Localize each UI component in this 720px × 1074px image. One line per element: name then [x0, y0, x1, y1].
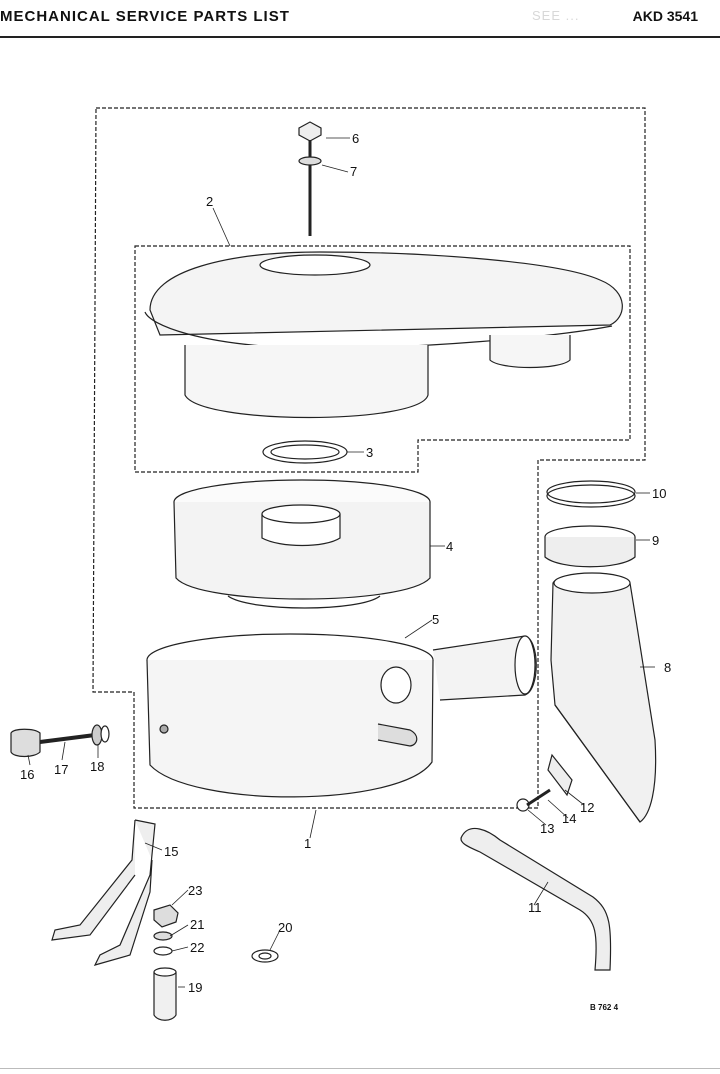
bolt-washer: [298, 156, 322, 166]
cover-outline: [134, 245, 631, 473]
group-outline: [92, 107, 646, 809]
bracket: [93, 819, 156, 966]
page-header: MECHANICAL SERVICE PARTS LIST SEE ... AK…: [0, 0, 720, 40]
hose-clip: [546, 480, 636, 504]
callout-7: 7: [350, 164, 357, 179]
callout-15: 15: [164, 844, 178, 859]
callout-12: 12: [580, 800, 594, 815]
callout-1: 1: [304, 836, 311, 851]
gasket: [547, 753, 573, 797]
sealing-ring: [262, 440, 348, 464]
callout-23: 23: [188, 883, 202, 898]
plain-washer: [153, 946, 173, 956]
callout-20: 20: [278, 920, 292, 935]
page-title: MECHANICAL SERVICE PARTS LIST: [0, 8, 290, 25]
cover-top: [149, 251, 623, 336]
spring-washer: [153, 931, 173, 941]
callout-10: 10: [652, 486, 666, 501]
callout-6: 6: [352, 131, 359, 146]
callout-17: 17: [54, 762, 68, 777]
callout-11: 11: [528, 900, 542, 915]
callout-9: 9: [652, 533, 659, 548]
callout-4: 4: [446, 539, 453, 554]
faint-header-text: SEE ...: [532, 8, 580, 23]
callout-3: 3: [366, 445, 373, 460]
cover-boss: [259, 254, 371, 276]
callout-13: 13: [540, 821, 554, 836]
header-rule: [0, 36, 720, 38]
cover-skirt: [184, 345, 429, 419]
callout-18: 18: [90, 759, 104, 774]
nut: [153, 904, 179, 928]
exploded-parts-diagram: 1 2 3 4 5 6 7 8 9 10 11 12 13 14 15 16 1…: [10, 107, 671, 1021]
callout-2: 2: [206, 194, 213, 209]
washer-20: [251, 949, 279, 963]
callout-16: 16: [20, 767, 34, 782]
pipe: [460, 827, 612, 971]
callout-19: 19: [188, 980, 202, 995]
cover-outlet: [489, 335, 571, 369]
callout-14: 14: [562, 811, 576, 826]
footer-rule: [0, 1068, 720, 1069]
body-shell: [146, 659, 434, 798]
callout-22: 22: [190, 940, 204, 955]
distance-piece: [153, 972, 177, 1021]
callout-21: 21: [190, 917, 204, 932]
callout-8: 8: [664, 660, 671, 675]
wing-bolt-head: [298, 121, 322, 142]
document-code: AKD 3541: [632, 8, 698, 24]
drawing-reference: B 762 4: [590, 1003, 619, 1012]
mounting-rubber: [10, 728, 41, 758]
callout-5: 5: [432, 612, 439, 627]
filter-body: [173, 501, 431, 600]
